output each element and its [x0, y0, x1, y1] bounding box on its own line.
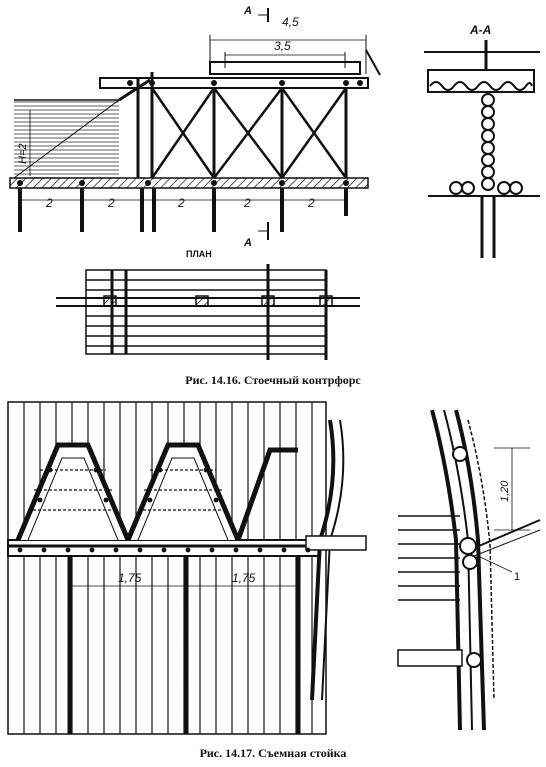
- span-label-2: 2: [107, 196, 115, 210]
- dim-b: 1,75: [232, 571, 256, 585]
- section-mark-bottom: A: [243, 237, 252, 249]
- section-a-a: [424, 40, 540, 258]
- caption-fig-14-17: Рис. 14.17. Съемная стойка: [199, 746, 347, 760]
- side-bolts: [452, 446, 482, 668]
- base-beam: [9, 177, 369, 189]
- section-mark-top: A: [243, 5, 252, 17]
- span-label-3: 2: [177, 196, 185, 210]
- span-label-1: 2: [45, 196, 53, 210]
- plan-label: ПЛАН: [186, 249, 212, 259]
- removable-post-side: [397, 409, 541, 731]
- callout-1: 1: [514, 571, 520, 583]
- buttress-elevation: [9, 8, 381, 240]
- buttress-plan: [56, 264, 360, 360]
- span-label-5: 2: [307, 196, 315, 210]
- dim-inner: 3,5: [274, 39, 291, 53]
- removable-post-front: [7, 401, 367, 735]
- dim-top: 4,5: [282, 15, 299, 29]
- dim-vertical: 1,20: [499, 480, 511, 502]
- bolt-markers: [17, 80, 363, 186]
- height-label: H=2: [17, 144, 29, 165]
- top-beam: [99, 77, 369, 89]
- dim-a: 1,75: [118, 571, 142, 585]
- span-label-4: 2: [243, 196, 251, 210]
- section-title: A-A: [469, 23, 491, 37]
- front-rivets: [17, 467, 311, 723]
- section-column-bolts: [449, 93, 523, 195]
- caption-fig-14-16: Рис. 14.16. Стоечный контрфорс: [185, 373, 361, 387]
